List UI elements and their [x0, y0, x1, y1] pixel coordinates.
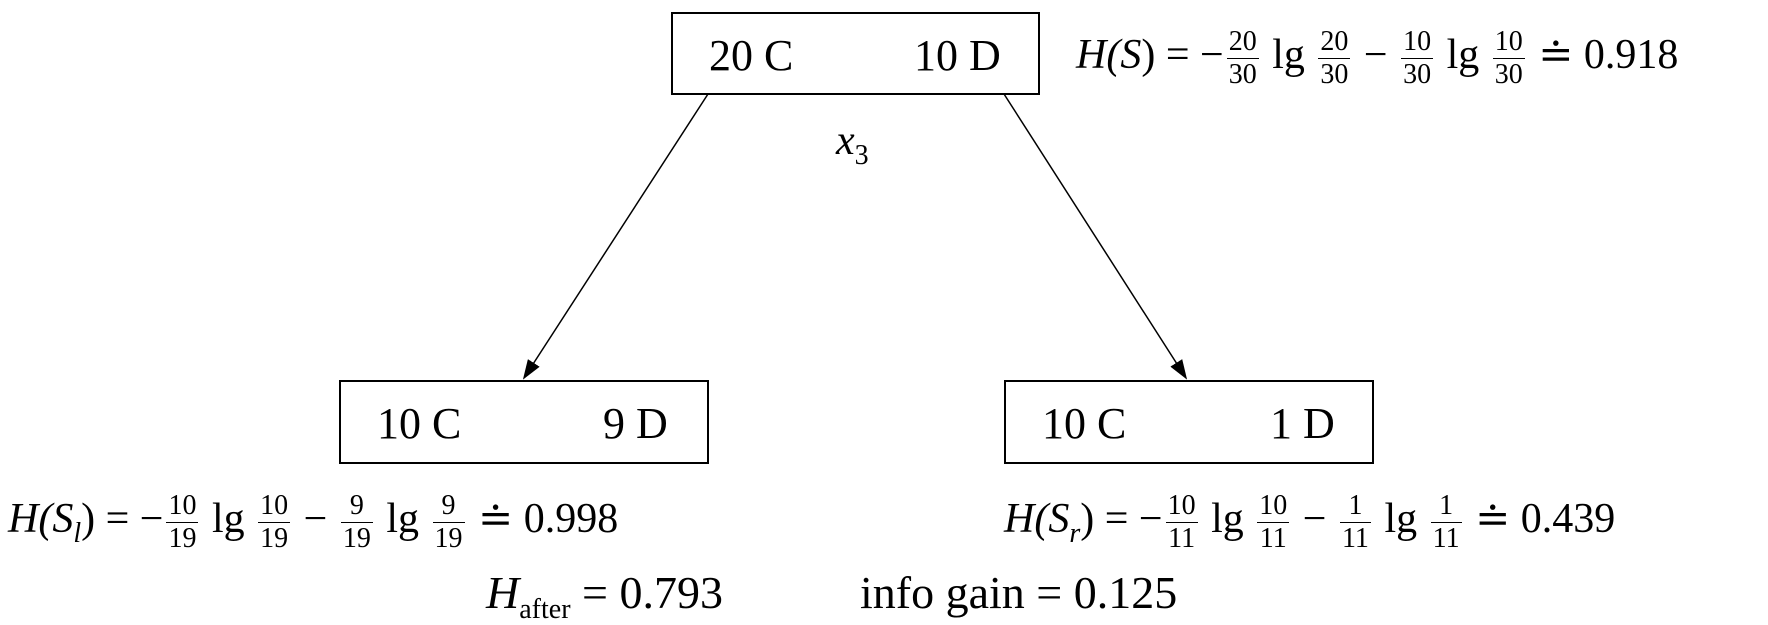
equals-minus: = −: [1165, 32, 1224, 79]
info-gain-summary: info gain = 0.125: [860, 567, 1178, 618]
left-child-node: 10 C 9 D: [339, 380, 709, 464]
left-class-d-count: 9 D: [603, 399, 668, 448]
edge-root-to-left: [522, 93, 709, 380]
set-symbol: S: [1120, 32, 1142, 79]
close-paren: ): [1141, 32, 1156, 79]
left-class-c-count: 10 C: [377, 399, 462, 448]
edge-root-to-right: [1003, 93, 1188, 380]
split-attribute-label: x3: [836, 118, 869, 171]
minus-sign: −: [1363, 32, 1388, 79]
log-symbol: lg: [1272, 32, 1305, 79]
root-node: 20 C 10 D: [671, 12, 1040, 95]
right-class-c-count: 10 C: [1042, 399, 1127, 448]
entropy-value: ≐ 0.439: [1475, 496, 1616, 543]
root-class-c-count: 20 C: [709, 31, 794, 80]
root-class-d-count: 10 D: [914, 31, 1001, 80]
right-class-d-count: 1 D: [1270, 399, 1335, 448]
log-symbol: lg: [1446, 32, 1480, 79]
entropy-symbol: H(: [1076, 32, 1121, 79]
entropy-value: ≐ 0.998: [478, 496, 619, 543]
right-child-node: 10 C 1 D: [1004, 380, 1374, 464]
h-after-summary: Hafter = 0.793: [486, 567, 723, 625]
entropy-value: ≐ 0.918: [1538, 32, 1679, 79]
